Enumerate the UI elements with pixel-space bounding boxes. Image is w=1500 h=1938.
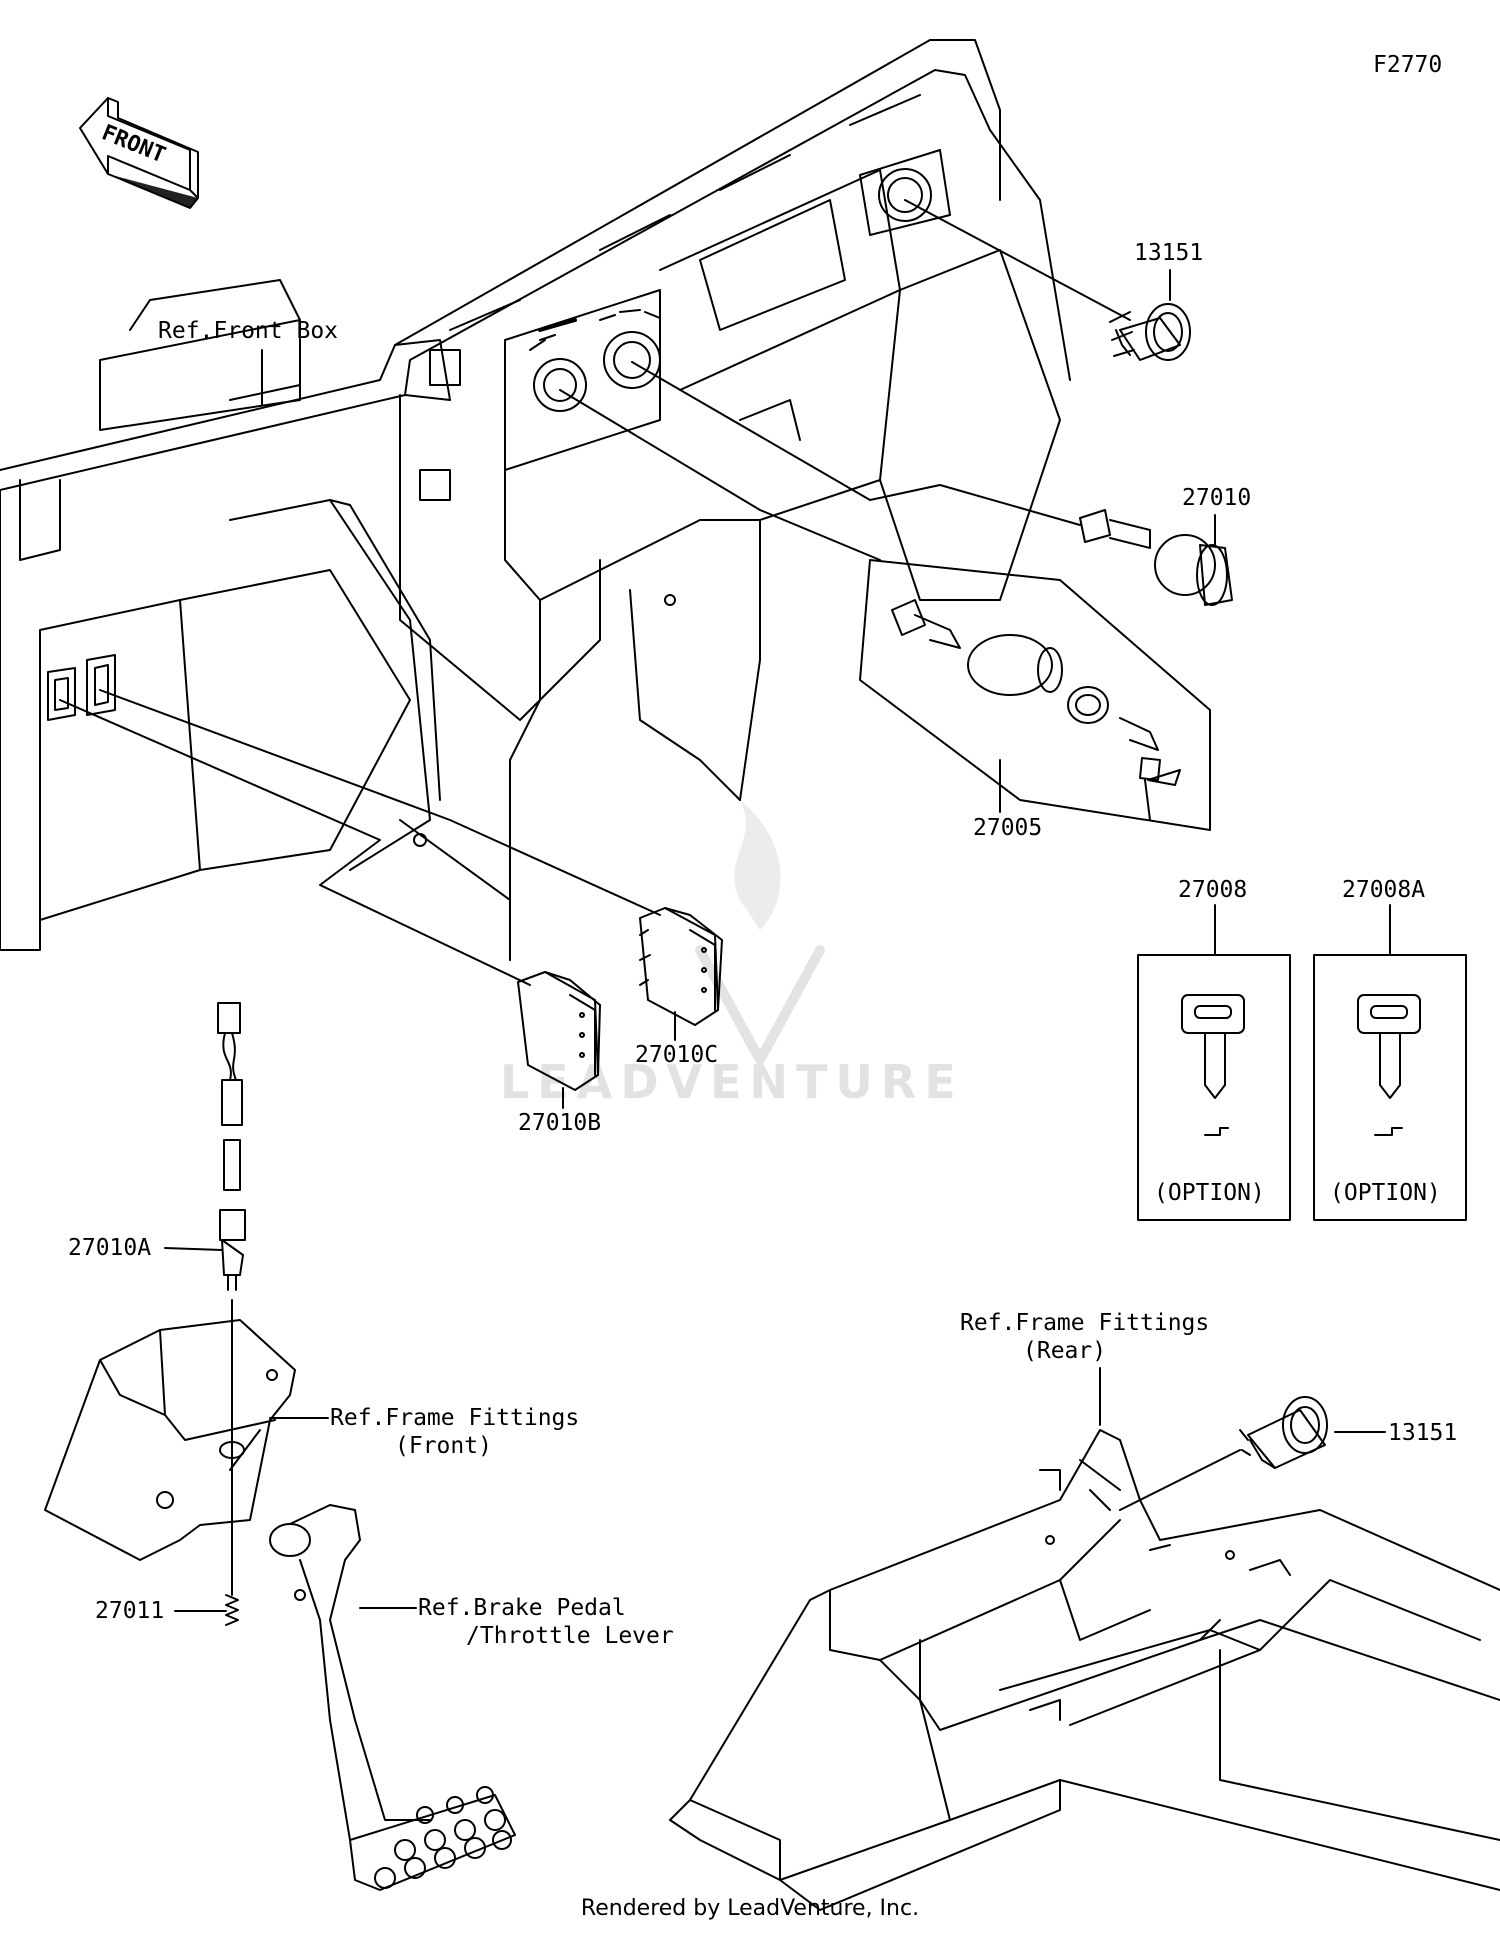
- pedal-pads: [374, 1786, 512, 1889]
- bracket-27005: [859, 559, 1211, 831]
- power-socket-top-part: [1109, 303, 1191, 361]
- part-27011-label[interactable]: 27011: [95, 1598, 164, 1624]
- option-box-27008: [1137, 954, 1291, 1221]
- part-27010A-label[interactable]: 27010A: [68, 1235, 151, 1261]
- brake-switch-27010A-part: [217, 1002, 246, 1291]
- brake-pedal-illustration: [269, 1504, 516, 1891]
- leader-27010B: [59, 699, 531, 986]
- ignition-plug-part: [1079, 509, 1233, 606]
- ref-brake-label-2: /Throttle Lever: [466, 1623, 674, 1649]
- rear-frame-illustration: [669, 1429, 1500, 1911]
- power-socket-bottom-part: [1239, 1396, 1328, 1469]
- ref-brake-label-1: Ref.Brake Pedal: [418, 1595, 626, 1621]
- leader-13151-top: [904, 199, 1131, 321]
- key-27008-icon: [1181, 994, 1245, 1099]
- leader-27010: [631, 361, 1081, 526]
- key-profile-27008A-icon: [1374, 1127, 1403, 1136]
- front-arrow-icon: FRONT: [79, 97, 199, 209]
- part-13151-bottom-label[interactable]: 13151: [1388, 1420, 1457, 1446]
- ref-front-box-label: Ref.Front Box: [158, 318, 338, 344]
- part-27008A-label[interactable]: 27008A: [1342, 877, 1425, 903]
- leader-27010A: [164, 1247, 223, 1251]
- ref-frame-front-label-2: (Front): [395, 1433, 492, 1459]
- rocker-switch-27010C-part: [639, 907, 723, 1026]
- option-label-27008: (OPTION): [1154, 1180, 1265, 1206]
- ignition-switch-part: [891, 599, 1181, 821]
- ref-frame-rear-label-1: Ref.Frame Fittings: [960, 1310, 1209, 1336]
- part-27010B-label[interactable]: 27010B: [518, 1110, 601, 1136]
- watermark-logo: [695, 800, 825, 1065]
- part-27010-label[interactable]: 27010: [1182, 485, 1251, 511]
- part-27010C-label[interactable]: 27010C: [635, 1042, 718, 1068]
- key-profile-27008-icon: [1204, 1127, 1229, 1136]
- diagram-id: F2770: [1373, 52, 1442, 78]
- leader-27010C: [99, 689, 661, 916]
- part-27008-label[interactable]: 27008: [1178, 877, 1247, 903]
- option-label-27008A: (OPTION): [1330, 1180, 1441, 1206]
- part-13151-top-label[interactable]: 13151: [1134, 240, 1203, 266]
- dashboard-illustration: [0, 39, 1071, 961]
- rocker-switch-27010B-part: [517, 971, 601, 1091]
- option-box-27008A: [1313, 954, 1467, 1221]
- ref-frame-rear-label-2: (Rear): [1023, 1338, 1106, 1364]
- leader-13151-bottom: [1119, 1449, 1241, 1511]
- part-27005-label[interactable]: 27005: [973, 815, 1042, 841]
- watermark-text: LEADVENTURE: [500, 1055, 964, 1109]
- key-27008A-icon: [1357, 994, 1421, 1099]
- leader-27005: [559, 389, 881, 561]
- frame-front-bracket-illustration: [44, 1319, 296, 1561]
- ref-frame-front-label-1: Ref.Frame Fittings: [330, 1405, 579, 1431]
- spring-27011-part: [225, 1594, 239, 1626]
- footer-credit: Rendered by LeadVenture, Inc.: [580, 1896, 920, 1921]
